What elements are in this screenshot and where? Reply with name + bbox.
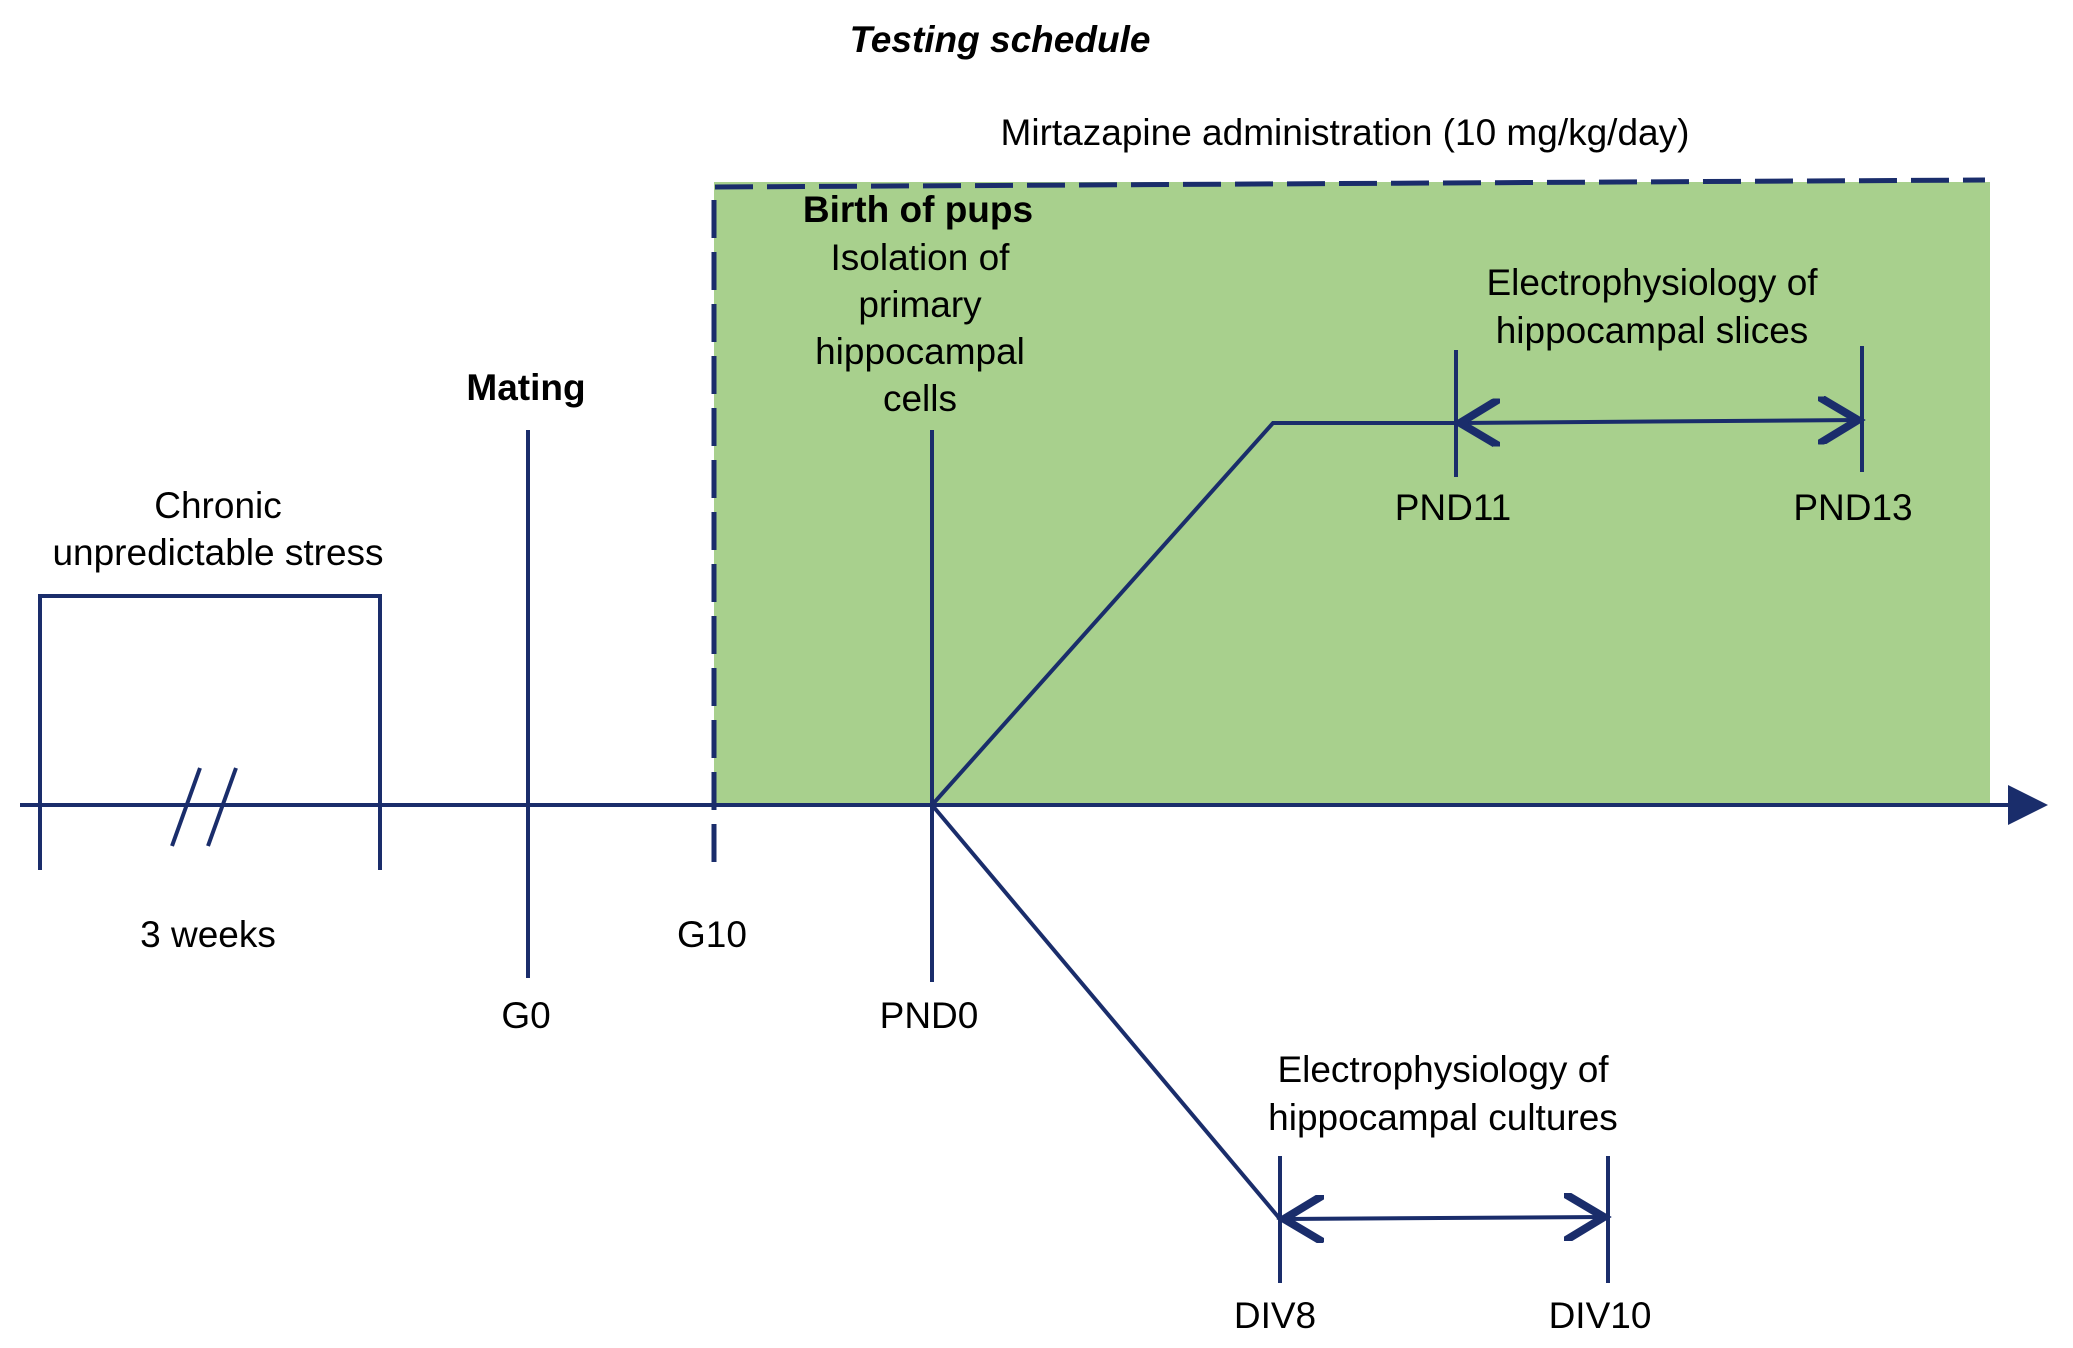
break-mark-1	[170, 767, 202, 847]
slices-label-line1: Electrophysiology of	[1486, 262, 1818, 303]
isolation-line3: hippocampal	[815, 331, 1025, 372]
stress-label-line1: Chronic	[154, 485, 282, 526]
pnd13-label: PND13	[1793, 487, 1912, 528]
cultures-branch	[930, 803, 1282, 1221]
stress-label-line2: unpredictable stress	[52, 532, 383, 573]
break-mark-2	[206, 767, 238, 847]
pnd11-label: PND11	[1395, 487, 1512, 528]
birth-label: Birth of pups	[803, 189, 1033, 230]
div8-label: DIV8	[1234, 1295, 1316, 1336]
mating-label: Mating	[466, 367, 585, 408]
isolation-line2: primary	[858, 284, 982, 325]
stress-duration: 3 weeks	[140, 914, 276, 955]
treatment-label: Mirtazapine administration (10 mg/kg/day…	[1001, 112, 1690, 153]
div10-label: DIV10	[1549, 1295, 1652, 1336]
slices-interval-arrow	[1460, 420, 1858, 423]
stress-bracket	[38, 594, 382, 870]
slices-label-line2: hippocampal slices	[1496, 310, 1809, 351]
diagram-title: Testing schedule	[850, 19, 1151, 60]
slices-branch	[930, 421, 1456, 807]
g0-label: G0	[501, 995, 550, 1036]
treatment-region	[714, 182, 1990, 805]
isolation-line4: cells	[883, 378, 957, 419]
treatment-region-border	[711, 177, 1986, 862]
cultures-label-line1: Electrophysiology of	[1277, 1049, 1609, 1090]
isolation-line1: Isolation of	[831, 237, 1011, 278]
pnd0-label: PND0	[880, 995, 979, 1036]
cultures-interval-arrow	[1284, 1217, 1604, 1219]
cultures-label-line2: hippocampal cultures	[1268, 1097, 1618, 1138]
g10-label: G10	[677, 914, 747, 955]
